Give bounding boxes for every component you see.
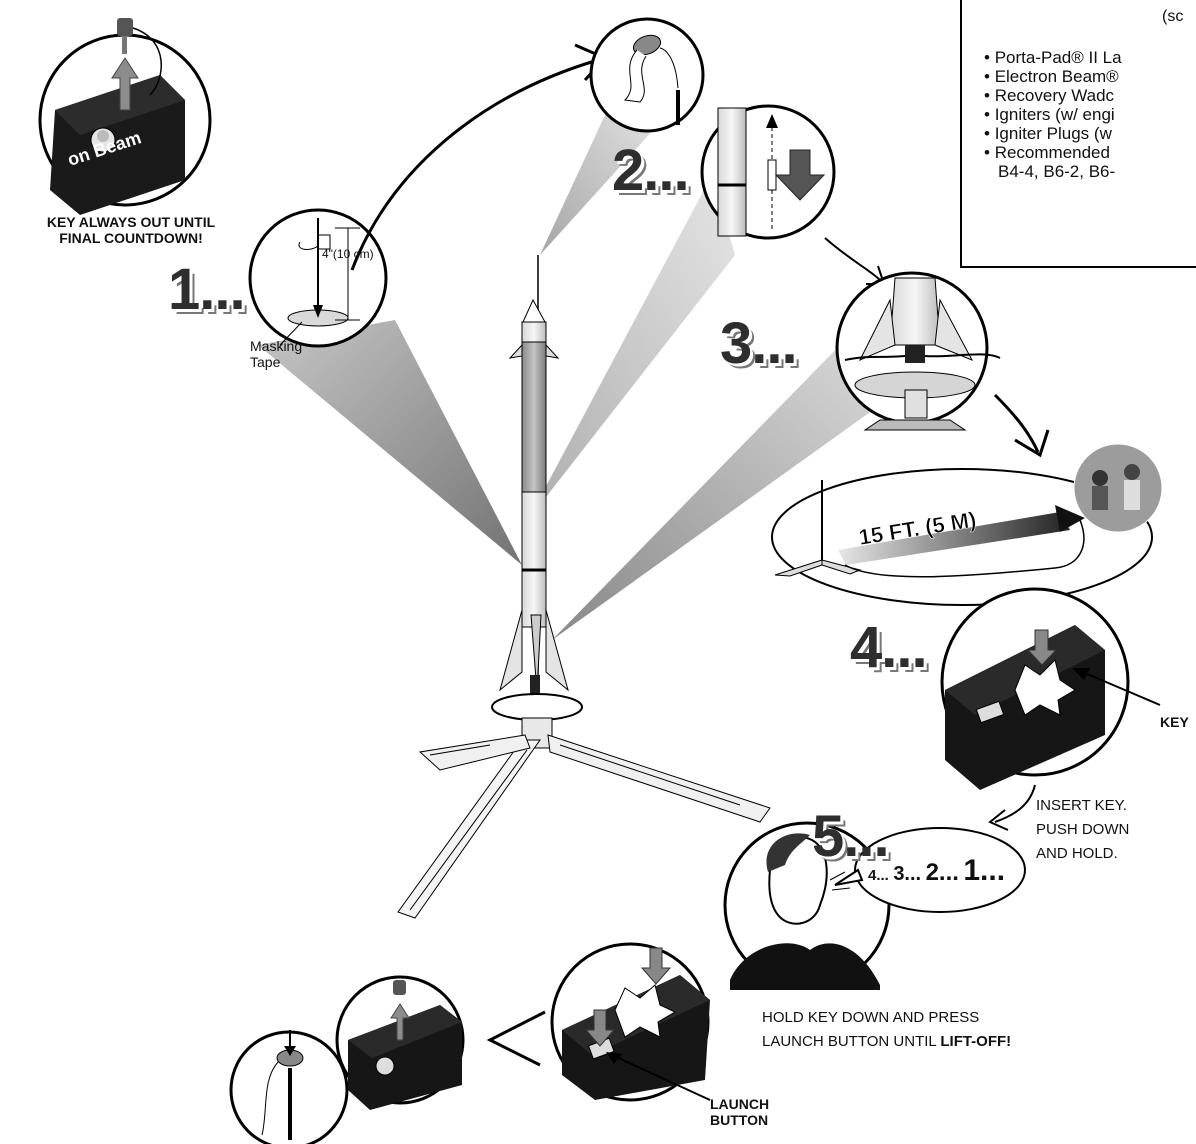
insert-line3: AND HOLD. — [1036, 845, 1118, 862]
arrow-to-recovery — [486, 1010, 546, 1067]
tape-leader — [279, 321, 303, 346]
supply-item: Porta-Pad® II La — [984, 48, 1196, 67]
hold-instruction: HOLD KEY DOWN AND PRESS LAUNCH BUTTON UN… — [762, 1006, 1011, 1054]
measure-label: 4"(10 cm) — [322, 247, 374, 261]
supply-engine-list: B4-4, B6-2, B6- — [998, 162, 1116, 181]
launch-pad — [397, 693, 771, 919]
key-pointer — [1077, 669, 1161, 706]
speech-bubble — [834, 827, 1026, 913]
launch-line2: BUTTON — [710, 1112, 769, 1128]
masking-tape-line2: Tape — [250, 354, 281, 370]
count-3: 3... — [893, 863, 922, 885]
launch-button-callout — [550, 942, 710, 1102]
insert-line1: INSERT KEY. — [1036, 797, 1127, 814]
lift-off-text: LIFT-OFF! — [940, 1033, 1012, 1050]
supply-item: Igniters (w/ engi — [984, 105, 1196, 124]
supply-item: Igniter Plugs (w — [984, 124, 1196, 143]
supply-item: Electron Beam® — [984, 67, 1196, 86]
remove-igniter-callout — [229, 1030, 349, 1144]
step-3-number: 3... — [720, 311, 798, 376]
supplies-list: Porta-Pad® II La Electron Beam® Recovery… — [984, 48, 1196, 162]
supplies-header: (sc — [1162, 8, 1184, 25]
rocket — [499, 255, 569, 712]
countdown: 4... 3... 2... 1... — [868, 854, 1005, 888]
beam-step1 — [258, 320, 522, 565]
remove-key-callout — [335, 975, 465, 1110]
person-callout — [723, 821, 891, 990]
supply-item: Recommended — [984, 143, 1196, 162]
step-4-number: 4... — [850, 615, 928, 680]
step-5-number: 5... — [812, 804, 890, 869]
beam-step3 — [552, 340, 880, 640]
hold-line2: LAUNCH BUTTON UNTIL LIFT-OFF! — [762, 1030, 1011, 1054]
insert-rocket-callout — [700, 104, 836, 240]
launch-pointer — [611, 1054, 711, 1101]
masking-tape-line1: Masking — [250, 338, 303, 354]
distance-scene — [771, 443, 1163, 606]
arrow-3-to-4 — [993, 393, 1040, 453]
key-warning: KEY ALWAYS OUT UNTIL FINAL COUNTDOWN! — [0, 214, 262, 246]
wadding-callout — [589, 17, 705, 133]
count-4: 4... — [868, 867, 889, 884]
hold-line2-text: LAUNCH BUTTON UNTIL — [762, 1033, 941, 1050]
igniter-callout — [835, 271, 1001, 431]
step-1-number: 1... — [168, 257, 246, 322]
key-box-callout — [38, 18, 212, 215]
insert-key-instruction: INSERT KEY. PUSH DOWN AND HOLD. — [1036, 794, 1129, 866]
key-insert-callout — [940, 587, 1130, 790]
key-label: KEY — [1160, 714, 1189, 730]
key-warning-line2: FINAL COUNTDOWN! — [59, 230, 203, 246]
insert-line2: PUSH DOWN — [1036, 821, 1130, 838]
supply-item: Recovery Wadc — [984, 86, 1196, 105]
hold-line1: HOLD KEY DOWN AND PRESS — [762, 1009, 980, 1026]
launch-line1: LAUNCH — [710, 1096, 770, 1112]
supplies-panel: (sc Porta-Pad® II La Electron Beam® Reco… — [960, 0, 1196, 268]
arrow-1-to-2 — [350, 58, 599, 271]
key-warning-line1: KEY ALWAYS OUT UNTIL — [46, 214, 216, 230]
measure-callout — [248, 208, 388, 348]
count-2: 2... — [925, 859, 959, 886]
arrow-4-to-5 — [994, 784, 1036, 823]
masking-tape-label: Masking Tape — [250, 338, 302, 370]
beam-step2-top — [540, 100, 655, 255]
launch-button-label: LAUNCH BUTTON — [710, 1096, 769, 1128]
arrow-2-to-3 — [824, 237, 881, 281]
beam-step2 — [528, 175, 735, 520]
count-1: 1... — [963, 854, 1006, 887]
step-2-number: 2... — [612, 138, 690, 203]
